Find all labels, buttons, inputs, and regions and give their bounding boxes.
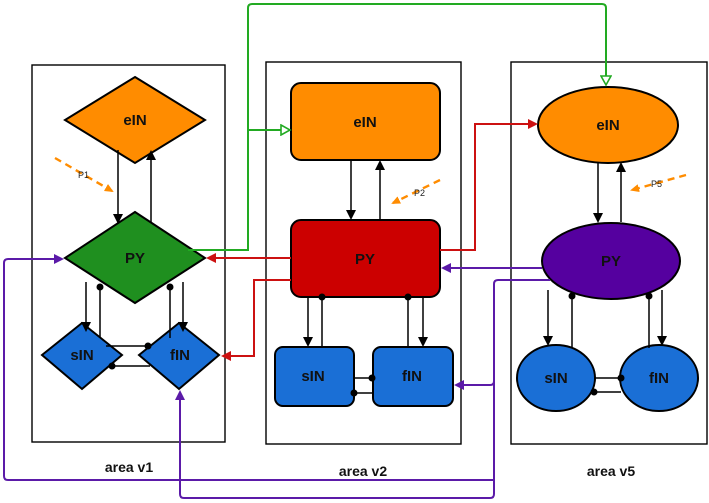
v5-py-to-v1-fin-connection [175,300,495,499]
v5-ein-label: eIN [596,117,619,134]
v1-py-node [63,210,207,305]
v2-sin-fin-dot-bottom [350,389,358,397]
v1-fin-py-dot [166,283,174,291]
v1-input-arrow [54,156,114,193]
v2-py-to-v5-ein-connection [440,119,538,251]
v5-input-label: P5 [651,179,662,189]
v5-fin-py-dot [645,292,653,300]
v5-fin-label: fIN [649,370,669,387]
v5-input-arrow [630,173,687,192]
v2-ein-label: eIN [353,114,376,131]
v1-fin-label: fIN [170,347,190,364]
v1-sin-fin-dot-bottom [108,362,116,370]
v2-sin-fin-dot-top [368,374,376,382]
v5-ein-node [537,86,679,164]
v5-py-label: PY [601,253,621,270]
v2-ein-node [290,82,441,161]
v2-sin-node [274,346,355,407]
v2-fin-label: fIN [402,368,422,385]
v2-input-arrow [391,178,441,205]
area-v5-label: area v5 [587,463,635,479]
v1-ein-node [63,75,207,165]
v2-py-label: PY [355,251,375,268]
v1-py-to-v5-ein-connection [247,3,606,130]
v2-sin-label: sIN [301,368,324,385]
v1-sin-fin-dot-top [144,342,152,350]
v5-sin-fin-dot-bottom [590,388,598,396]
v5-py-to-v1-py-connection [3,254,494,481]
v2-sin-py-dot [318,293,326,301]
v1-ein-label: eIN [123,112,146,129]
v1-sin-node [40,321,124,391]
v1-input-label: P1 [78,170,89,180]
v1-fin-node [137,321,221,391]
area-v2-label: area v2 [339,463,387,479]
area-v5-box [510,61,708,445]
v5-sin-py-dot [568,292,576,300]
v5-sin-fin-dot-top [617,374,625,382]
area-v1-label: area v1 [105,459,153,475]
v2-fin-py-dot [404,293,412,301]
v5-sin-label: sIN [544,370,567,387]
area-v1-box [31,64,226,443]
v2-py-to-v1-fin-connection [221,279,291,361]
v5-py-node [541,222,681,300]
area-v2-box [265,61,462,445]
v1-sin-label: sIN [70,347,93,364]
v2-input-label: P2 [414,188,425,198]
v1-sin-py-dot [96,283,104,291]
v1-py-label: PY [125,250,145,267]
v1-py-to-v2-ein-connection [188,130,289,251]
